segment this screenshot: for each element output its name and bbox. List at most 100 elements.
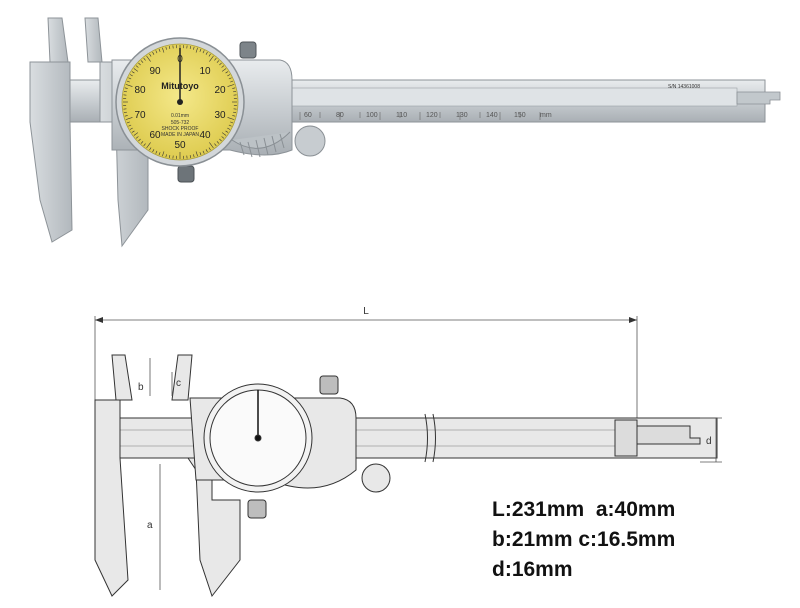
dial-number: 70 [134,110,146,121]
dial-number: 60 [149,130,161,141]
dial-gauge: 0 10 20 30 40 50 60 70 80 90 Mitutoyo 0.… [115,37,245,167]
dial-tick [202,50,205,54]
dial-tick [128,77,132,80]
dial-tick [221,132,227,136]
thumb-wheel [294,125,326,157]
dial-tick [125,117,133,120]
diagram-thumb-wheel [361,463,391,493]
dial-tick [125,84,133,87]
dial-tick [209,55,214,62]
dial-tick [165,154,167,158]
diagram-slider-inside-jaw [171,354,193,401]
dial-tick [131,71,135,74]
dial-tick [195,151,198,157]
dial-tick [216,141,220,144]
dial-tick [199,152,202,156]
dial-tick [158,152,161,156]
dial-tick [225,130,229,133]
dial-tick [124,87,128,89]
dial-tick [227,74,231,77]
resolution-label: 0.01mm [171,113,189,119]
dial-tick [149,53,152,57]
dial-tick [133,132,139,136]
dial-number: 50 [174,140,186,151]
thumb-grip [231,131,291,158]
scale-number: 100 [366,112,378,119]
diagram-lock-screw [319,375,339,395]
dial-tick [165,46,167,50]
dial-tick [221,68,227,72]
fixed-jaw [29,61,73,243]
dial-tick [123,111,128,113]
dial-tick [232,111,237,113]
dial-tick [225,71,229,74]
dimension-d-label: d [706,436,712,447]
dial-tick [227,117,235,120]
spec-line-b-c: b:21mm c:16.5mm [492,528,676,551]
dial-tick [227,127,231,130]
dial-tick [124,115,128,117]
dial-tick [129,74,133,77]
dial-tick [128,124,132,127]
slider-inside-jaw [84,17,103,63]
dial-tick [146,142,151,149]
dial-tick [169,154,171,159]
dimension-L-label: L [363,306,369,317]
dial-tick [205,149,208,153]
dial-tick [228,124,232,127]
dial-tick [138,62,141,66]
dial-tick [126,80,130,83]
dial-tick [193,154,195,158]
dial-tick [126,121,130,124]
dial-tick [195,47,198,53]
dial-tick [209,142,214,149]
serial-number: S/N 14361008 [668,84,700,90]
dial-tick [214,57,217,61]
dial-tick [135,136,139,139]
dial-tick [232,87,236,89]
diagram-fixed-inside-jaw [111,354,133,401]
dial-tick [123,91,128,93]
dial-number: 40 [199,130,211,141]
dial-tick [202,150,205,154]
scale-number: 120 [426,112,438,119]
dial-tick [227,84,235,87]
dial-tick [158,48,161,52]
dial-pivot [177,99,183,105]
dial-tick [208,53,211,57]
dial-tick [143,57,146,61]
dial-tick [140,60,144,63]
dial-tick [162,151,165,157]
spec-line-d: d:16mm [492,558,573,581]
bottom-screw [177,165,195,183]
dial-shock-proof: SHOCK PROOF [162,126,199,132]
scale-unit: mm [540,112,552,119]
diagram-depth-rod [636,425,701,445]
scale-number: 140 [486,112,498,119]
scale-number: 150 [514,112,526,119]
lock-screw [239,41,257,59]
dial-tick [140,141,144,144]
dial-number: 80 [134,85,146,96]
caliper-photo: 60 80 100 110 120 130 140 150 mm S/N 143… [29,17,781,248]
fixed-inside-jaw [47,17,69,63]
dial-tick [155,50,158,54]
dial-tick [205,51,208,55]
dial-tick [214,143,217,147]
scale-number: 80 [336,112,344,119]
scale-number: 60 [304,112,312,119]
scale-number: 130 [456,112,468,119]
dial-tick [193,46,195,50]
dial-tick [138,138,141,142]
dial-tick [133,68,139,72]
dial-tick [189,45,191,50]
dial-tick [131,130,135,133]
dial-tick [135,65,139,68]
main-scale [299,112,541,120]
dial-tick [129,127,133,130]
dial-tick [219,138,222,142]
dial-tick [152,51,155,55]
dial-tick [155,150,158,154]
dial-tick [221,65,225,68]
